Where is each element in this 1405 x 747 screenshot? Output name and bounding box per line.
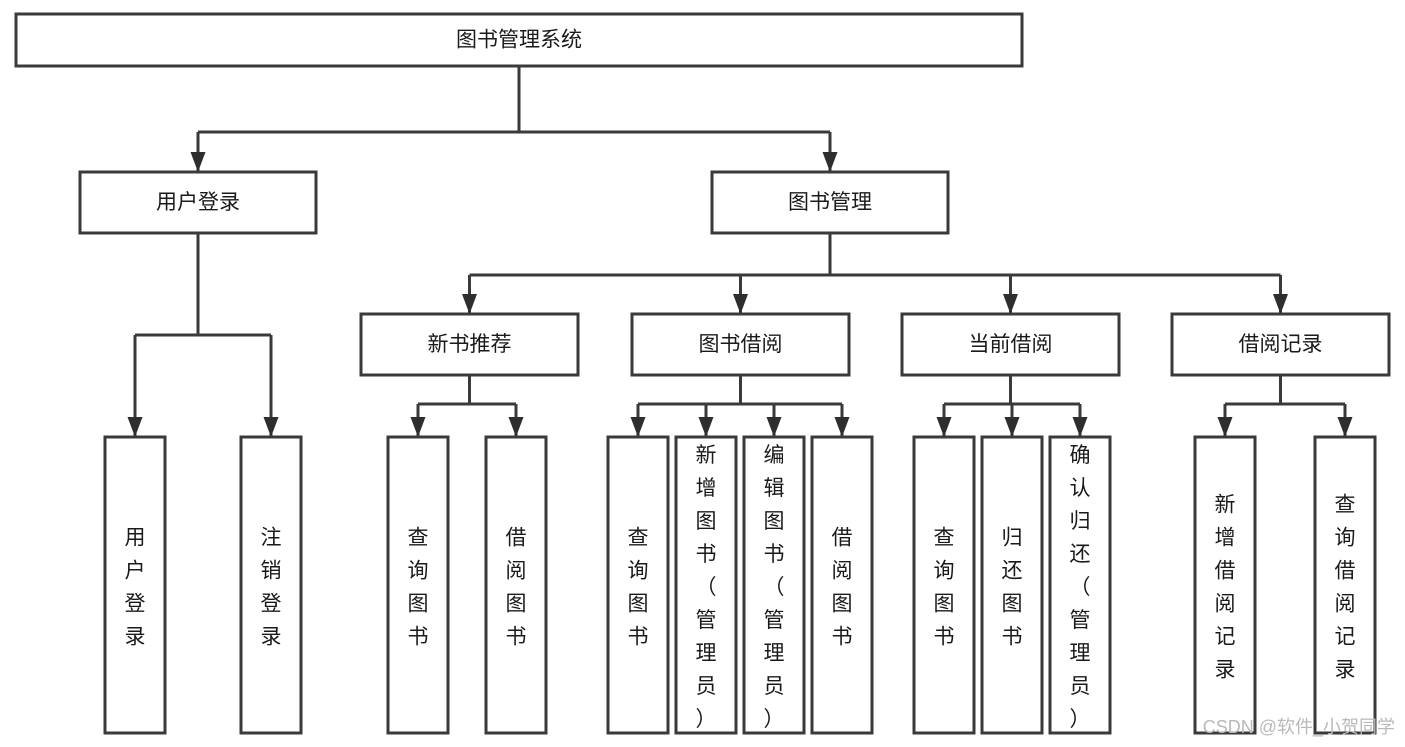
node-label-book-borrow: 图书借阅 xyxy=(699,333,783,356)
node-leaf-query-book-borrow[interactable]: 查询图书 xyxy=(606,435,670,735)
arrow-head-icon xyxy=(1072,417,1088,437)
node-label-leaf-borrow-book: 借阅图书 xyxy=(832,527,853,649)
node-label-leaf-edit-book: 编辑图书（管理员） xyxy=(764,444,785,731)
arrow-head-icon xyxy=(1004,417,1020,437)
node-label-leaf-confirm-return: 确认归还（管理员） xyxy=(1070,444,1091,731)
node-label-book-manage: 图书管理 xyxy=(788,191,872,214)
csdn-watermark: CSDN @软件_小贺同学 xyxy=(1203,717,1395,738)
arrow-head-icon xyxy=(630,417,646,437)
arrow-head-icon xyxy=(1337,417,1353,437)
node-book-manage[interactable]: 图书管理 xyxy=(710,170,950,235)
node-leaf-query-record[interactable]: 查询借阅记录 xyxy=(1313,435,1377,735)
arrow-head-icon xyxy=(190,152,206,172)
node-label-leaf-query-book-cur: 查询图书 xyxy=(934,527,955,649)
node-label-leaf-query-book-borrow: 查询图书 xyxy=(628,527,649,649)
arrow-head-icon xyxy=(766,417,782,437)
node-leaf-borrow-book-rec[interactable]: 借阅图书 xyxy=(484,435,548,735)
arrow-head-icon xyxy=(462,294,477,314)
node-user-login[interactable]: 用户登录 xyxy=(78,170,318,235)
node-label-leaf-add-record: 新增借阅记录 xyxy=(1215,494,1236,682)
node-leaf-add-record[interactable]: 新增借阅记录 xyxy=(1193,435,1257,735)
node-current-borrow[interactable]: 当前借阅 xyxy=(900,312,1121,377)
node-label-new-book-recommend: 新书推荐 xyxy=(428,333,512,356)
arrow-head-icon xyxy=(127,417,143,437)
node-leaf-confirm-return[interactable]: 确认归还（管理员） xyxy=(1048,435,1112,735)
connectors-layer xyxy=(127,66,1353,437)
node-borrow-record[interactable]: 借阅记录 xyxy=(1170,312,1391,377)
node-leaf-query-book-cur[interactable]: 查询图书 xyxy=(912,435,976,735)
node-label-leaf-return-book: 归还图书 xyxy=(1002,527,1023,649)
node-label-leaf-user-login: 用户登录 xyxy=(125,527,146,649)
arrow-head-icon xyxy=(1273,294,1288,314)
node-leaf-user-login[interactable]: 用户登录 xyxy=(103,435,167,735)
node-book-borrow[interactable]: 图书借阅 xyxy=(630,312,851,377)
node-label-leaf-borrow-book-rec: 借阅图书 xyxy=(506,527,527,649)
arrow-head-icon xyxy=(508,417,524,437)
arrow-head-icon xyxy=(410,417,426,437)
node-leaf-query-book-rec[interactable]: 查询图书 xyxy=(386,435,450,735)
node-leaf-logout[interactable]: 注销登录 xyxy=(239,435,303,735)
arrow-head-icon xyxy=(1217,417,1233,437)
arrow-head-icon xyxy=(733,294,748,314)
arrow-head-icon xyxy=(936,417,952,437)
arrow-head-icon xyxy=(1003,294,1018,314)
node-leaf-borrow-book[interactable]: 借阅图书 xyxy=(810,435,874,735)
node-label-leaf-add-book: 新增图书（管理员） xyxy=(696,444,717,731)
node-root[interactable]: 图书管理系统 xyxy=(14,12,1024,68)
node-label-leaf-query-record: 查询借阅记录 xyxy=(1335,494,1356,682)
node-label-current-borrow: 当前借阅 xyxy=(969,333,1053,356)
arrow-head-icon xyxy=(698,417,714,437)
arrow-head-icon xyxy=(822,152,838,172)
node-new-book-recommend[interactable]: 新书推荐 xyxy=(359,312,580,377)
arrow-head-icon xyxy=(263,417,279,437)
node-leaf-add-book[interactable]: 新增图书（管理员） xyxy=(674,435,738,735)
node-label-root: 图书管理系统 xyxy=(456,29,582,52)
node-label-leaf-query-book-rec: 查询图书 xyxy=(408,527,429,649)
node-label-borrow-record: 借阅记录 xyxy=(1239,333,1323,356)
nodes-layer: 图书管理系统用户登录图书管理新书推荐图书借阅当前借阅借阅记录用户登录注销登录查询… xyxy=(14,12,1391,735)
node-leaf-edit-book[interactable]: 编辑图书（管理员） xyxy=(742,435,806,735)
node-leaf-return-book[interactable]: 归还图书 xyxy=(980,435,1044,735)
arrow-head-icon xyxy=(834,417,850,437)
node-label-leaf-logout: 注销登录 xyxy=(261,527,282,649)
node-label-user-login: 用户登录 xyxy=(156,191,240,214)
